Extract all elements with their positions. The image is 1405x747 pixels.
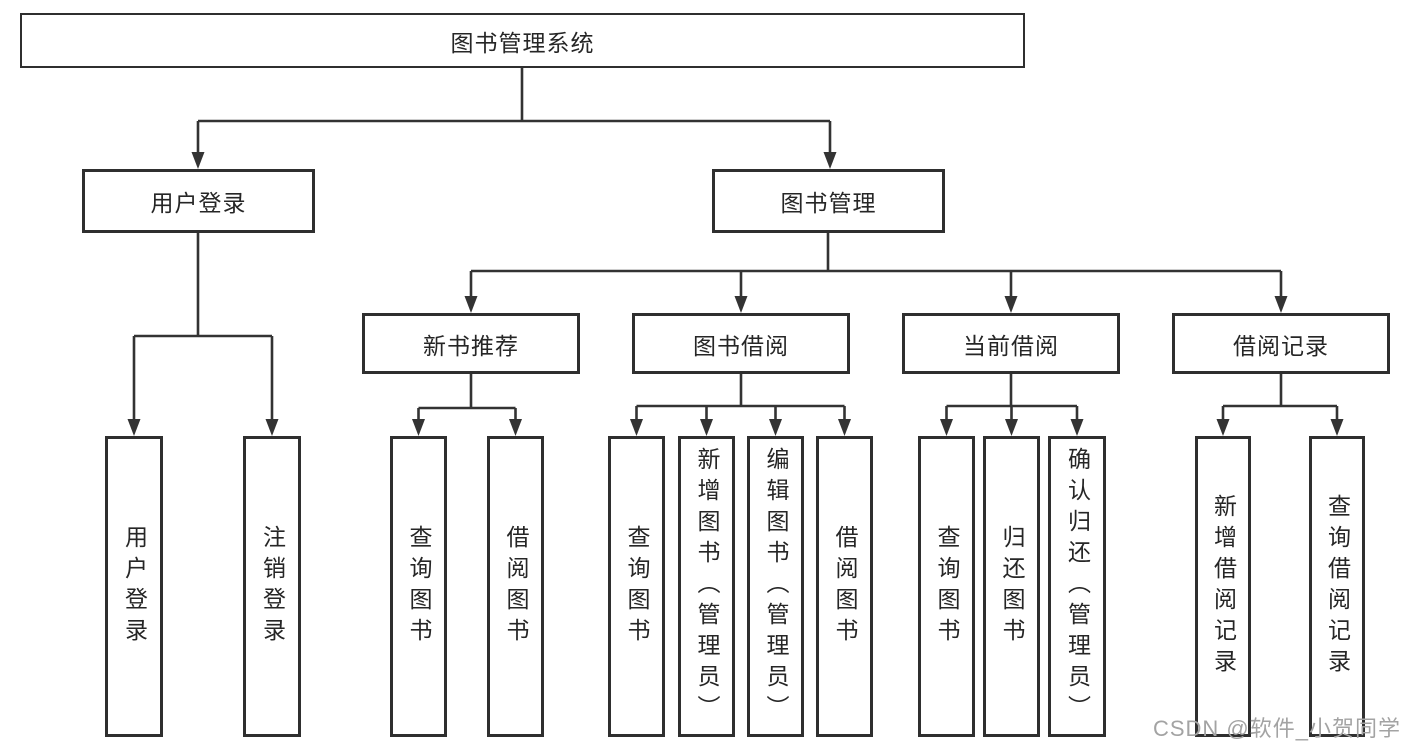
node-library-management-system: 图书管理系统 [20, 13, 1025, 68]
leaf-borrow-books-new: 借阅图书 [487, 436, 544, 737]
node-book-borrow: 图书借阅 [632, 313, 850, 374]
node-user-login: 用户登录 [82, 169, 315, 233]
leaf-query-books-new: 查询图书 [390, 436, 447, 737]
leaf-add-borrow-record: 新增借阅记录 [1195, 436, 1251, 737]
leaf-logout: 注销登录 [243, 436, 301, 737]
node-borrow-records: 借阅记录 [1172, 313, 1390, 374]
leaf-edit-book-admin: 编辑图书（管理员） [747, 436, 804, 737]
leaf-user-login: 用户登录 [105, 436, 163, 737]
leaf-query-books-borrow: 查询图书 [608, 436, 665, 737]
leaf-borrow-books: 借阅图书 [816, 436, 873, 737]
leaf-query-borrow-record: 查询借阅记录 [1309, 436, 1365, 737]
leaf-return-books: 归还图书 [983, 436, 1040, 737]
leaf-confirm-return-admin: 确认归还（管理员） [1048, 436, 1106, 737]
node-current-borrow: 当前借阅 [902, 313, 1120, 374]
leaf-query-books-current: 查询图书 [918, 436, 975, 737]
leaf-add-book-admin: 新增图书（管理员） [678, 436, 735, 737]
node-book-management: 图书管理 [712, 169, 945, 233]
node-new-book-recommend: 新书推荐 [362, 313, 580, 374]
csdn-watermark: CSDN @软件_小贺同学 [1152, 716, 1401, 741]
